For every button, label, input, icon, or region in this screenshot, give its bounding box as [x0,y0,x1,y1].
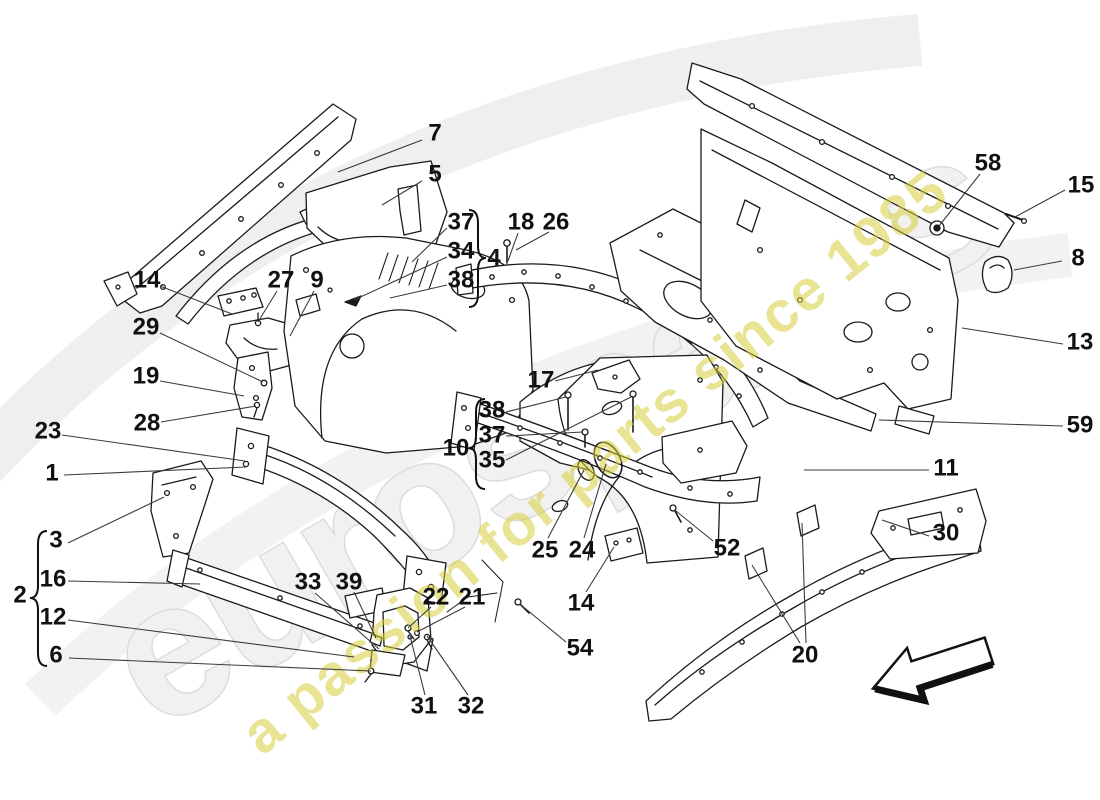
callout-number-15: 15 [1068,172,1095,199]
leader-line-6 [68,657,372,672]
leader-line-52 [675,510,714,542]
leader-line-27 [257,290,278,323]
direction-arrow-icon [870,635,995,706]
callout-number-4: 4 [487,245,501,272]
callout-number-24: 24 [569,537,596,564]
callout-number-19: 19 [133,363,160,390]
leader-line-33 [314,592,380,650]
leader-line-9 [289,290,315,337]
leader-line-37 [411,227,448,263]
leader-line-35 [505,396,632,461]
callout-number-58: 58 [975,150,1002,177]
callout-number-21: 21 [459,584,486,611]
callout-number-28: 28 [134,410,161,437]
leader-line-1 [63,466,247,476]
leader-line-58 [938,173,981,227]
callout-number-33: 33 [295,569,322,596]
group-brace-2 [29,530,48,667]
callout-number-3: 3 [49,527,62,554]
callout-number-32: 32 [458,693,485,720]
callout-number-37: 37 [479,422,506,449]
leader-line-19 [159,380,245,397]
callout-number-13: 13 [1067,329,1094,356]
callout-number-29: 29 [133,314,160,341]
callout-number-12: 12 [40,604,67,631]
leader-line-12 [67,619,355,658]
leader-line-38 [505,396,567,413]
callout-number-52: 52 [714,535,741,562]
callout-number-7: 7 [428,120,441,147]
leader-line-7 [337,139,423,173]
callout-number-54: 54 [567,635,594,662]
callout-group-braces [29,209,487,667]
callout-number-31: 31 [411,693,438,720]
leader-line-34 [353,256,448,301]
leader-line-32 [426,635,469,696]
callout-number-27: 27 [268,267,295,294]
callout-number-20: 20 [792,642,819,669]
leader-line-28 [160,405,257,423]
callout-number-37: 37 [448,209,475,236]
leader-line-22 [407,606,432,629]
callout-number-10: 10 [443,435,470,462]
callout-number-17: 17 [528,367,555,394]
callout-number-38: 38 [448,267,475,294]
callout-number-5: 5 [428,161,441,188]
callout-number-59: 59 [1067,412,1094,439]
leader-line-23 [61,434,246,462]
leader-line-24 [583,463,607,539]
group-brace-10 [468,398,486,490]
leader-line-17 [554,369,599,382]
leader-line-18 [507,232,519,262]
leader-line-3 [67,496,165,544]
leader-line-5 [381,180,423,206]
group-brace-4 [468,209,487,308]
callout-number-8: 8 [1071,245,1084,272]
callout-number-18: 18 [508,209,535,236]
leader-line-59 [878,419,1064,427]
leader-line-38 [389,284,448,299]
callout-number-35: 35 [479,447,506,474]
callout-number-25: 25 [532,537,559,564]
callout-number-34: 34 [448,238,475,265]
leader-line-26 [515,231,550,251]
leader-line-30 [881,519,930,537]
callout-number-38: 38 [479,397,506,424]
callout-number-14: 14 [134,267,161,294]
leader-line-25 [547,469,585,539]
leader-line-54 [520,604,567,643]
leader-line-21 [416,606,466,633]
leader-line-31 [409,635,426,696]
leader-line-39 [353,591,377,639]
callout-number-1: 1 [45,460,58,487]
callout-number-11: 11 [933,455,958,482]
callout-number-6: 6 [49,642,62,669]
leader-line-16 [67,580,201,585]
callout-number-30: 30 [933,520,960,547]
leader-line-29 [159,332,264,383]
leader-line-37 [505,431,584,437]
callout-number-16: 16 [40,566,67,593]
leader-line-20 [751,564,801,644]
callout-number-23: 23 [35,418,62,445]
leader-line-20 [801,522,807,644]
callout-number-22: 22 [423,584,450,611]
leader-line-8 [1013,260,1063,271]
callout-number-39: 39 [336,569,363,596]
parts-drawing [103,62,1028,722]
leader-line-15 [1014,189,1066,218]
callout-number-2: 2 [13,582,26,609]
leader-line-14 [159,285,233,315]
callout-number-14: 14 [568,590,595,617]
callout-number-9: 9 [310,267,323,294]
leader-line-14 [585,546,615,593]
leader-line-13 [961,327,1064,345]
callout-number-26: 26 [543,209,570,236]
